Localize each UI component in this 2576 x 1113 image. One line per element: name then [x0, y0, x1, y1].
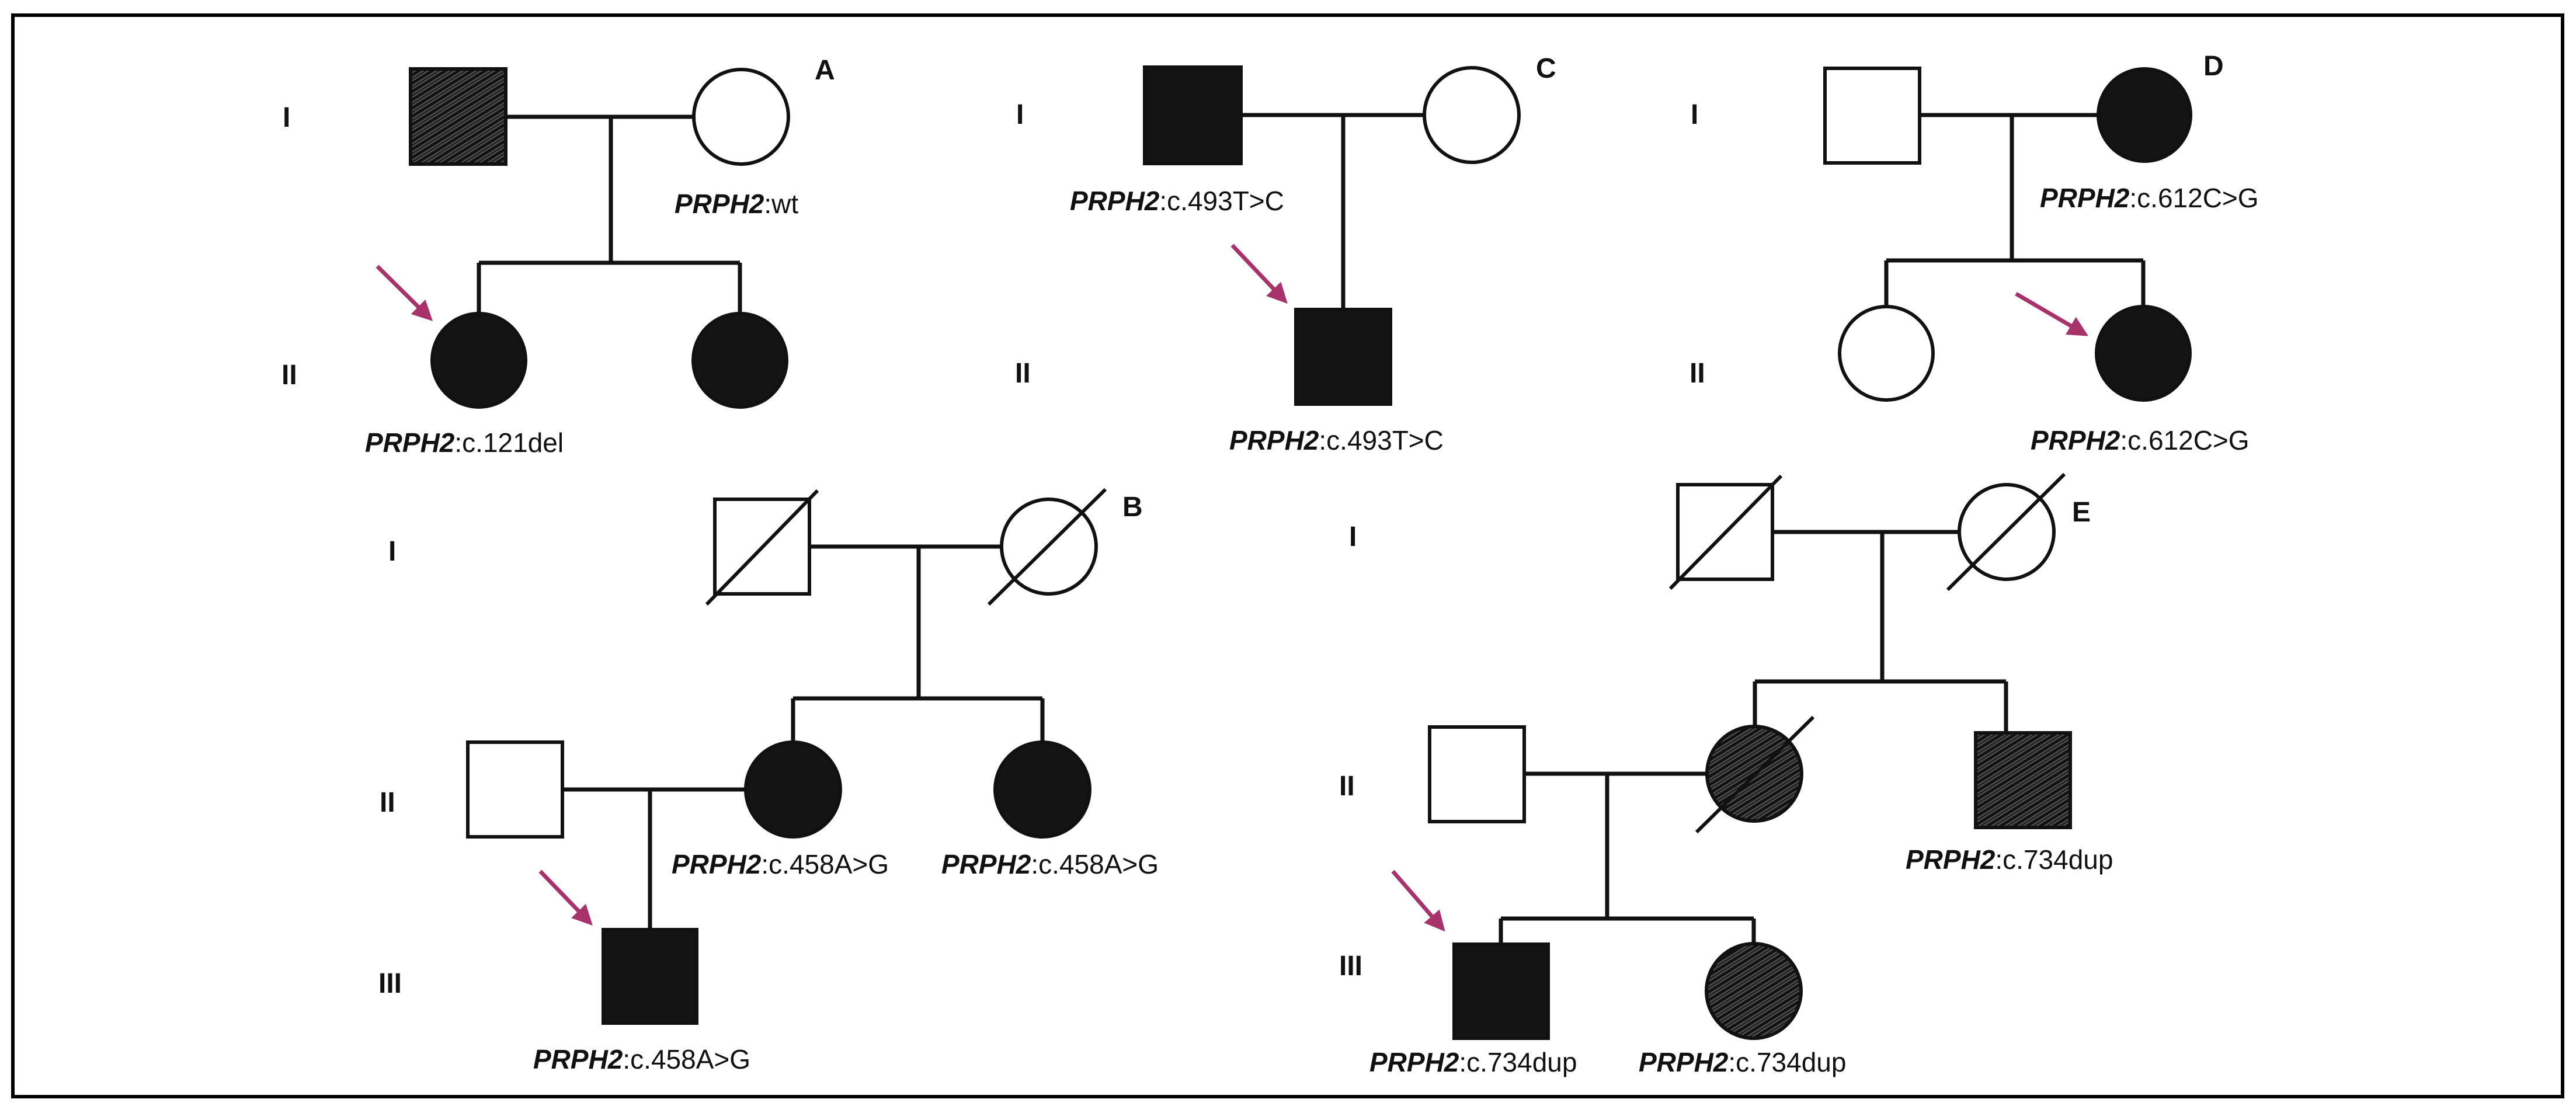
- pedigree-e-lines: [1499, 530, 2008, 944]
- c-child-symbol: [1294, 308, 1392, 406]
- e-daughter-symbol: [1695, 715, 1815, 834]
- pedigree-a-lines: [477, 114, 742, 314]
- a-gen-2-label: II: [281, 360, 297, 391]
- b-spouse-symbol: [466, 740, 564, 839]
- e-granddaughter-symbol: [1705, 942, 1803, 1040]
- e-gen-3-label: III: [1339, 951, 1362, 982]
- c-mother-symbol: [1423, 66, 1521, 164]
- d-child2-variant-label: PRPH2:c.612C>G: [2031, 425, 2250, 455]
- b-grandson-variant-label: PRPH2:c.458A>G: [533, 1044, 750, 1074]
- d-child2-symbol: [2095, 305, 2192, 402]
- b-grandson-symbol: [602, 928, 698, 1025]
- e-proband-arrow: [1391, 869, 1445, 932]
- d-gen-1-label: I: [1691, 99, 1698, 130]
- d-proband-arrow: [2015, 291, 2089, 336]
- panel-c-letter: C: [1536, 53, 1556, 84]
- panel-b-letter: B: [1122, 492, 1143, 523]
- b-daughter2-variant-label: PRPH2:c.458A>G: [941, 849, 1159, 879]
- d-gen-2-label: II: [1689, 358, 1705, 389]
- e-grandmother-symbol: [1946, 472, 2066, 592]
- b-gen-2-label: II: [380, 787, 395, 818]
- a-mother-symbol: [692, 68, 790, 166]
- e-granddaughter-variant-label: PRPH2:c.734dup: [1639, 1047, 1846, 1077]
- b-proband-arrow: [538, 869, 593, 926]
- e-gen-2-label: II: [1339, 771, 1355, 802]
- panel-a-letter: A: [815, 55, 835, 86]
- e-grandson-symbol: [1452, 942, 1550, 1040]
- d-father-symbol: [1823, 67, 1921, 165]
- pedigree-b-lines: [562, 544, 1045, 930]
- a-gen-1-label: I: [283, 102, 290, 133]
- e-son-variant-label: PRPH2:c.734dup: [1906, 844, 2113, 875]
- a-father-symbol: [409, 67, 507, 166]
- a-child1-variant-label: PRPH2:c.121del: [365, 427, 564, 458]
- e-grandson-variant-label: PRPH2:c.734dup: [1369, 1047, 1577, 1077]
- c-father-symbol: [1143, 65, 1243, 165]
- a-child1-symbol: [430, 312, 527, 409]
- pedigree-c-lines: [1241, 113, 1424, 309]
- c-child-variant-label: PRPH2:c.493T>C: [1229, 425, 1444, 455]
- b-grandfather-symbol: [705, 489, 819, 606]
- c-gen-1-label: I: [1016, 99, 1024, 130]
- e-grandfather-symbol: [1668, 474, 1783, 590]
- a-proband-arrow: [376, 265, 433, 321]
- b-daughter1-symbol: [744, 740, 842, 839]
- a-mother-variant-label: PRPH2:wt: [675, 189, 798, 219]
- pedigree-d-lines: [1884, 113, 2146, 307]
- e-son-symbol: [1974, 731, 2072, 829]
- b-grandmother-symbol: [987, 488, 1107, 606]
- d-mother-symbol: [2097, 67, 2192, 163]
- d-mother-variant-label: PRPH2:c.612C>G: [2040, 183, 2259, 213]
- panel-e-letter: E: [2072, 497, 2091, 528]
- panel-d-letter: D: [2203, 51, 2224, 82]
- e-gen-1-label: I: [1349, 521, 1357, 552]
- b-gen-3-label: III: [378, 968, 402, 999]
- c-proband-arrow: [1230, 244, 1288, 304]
- b-gen-1-label: I: [388, 536, 396, 567]
- c-father-variant-label: PRPH2:c.493T>C: [1070, 186, 1284, 216]
- b-daughter2-symbol: [993, 740, 1091, 839]
- d-child1-symbol: [1838, 305, 1935, 402]
- a-child2-symbol: [691, 312, 788, 409]
- e-spouse-symbol: [1428, 725, 1526, 823]
- c-gen-2-label: II: [1015, 358, 1031, 389]
- figure-border: [11, 13, 2564, 1098]
- b-daughter1-variant-label: PRPH2:c.458A>G: [672, 849, 889, 879]
